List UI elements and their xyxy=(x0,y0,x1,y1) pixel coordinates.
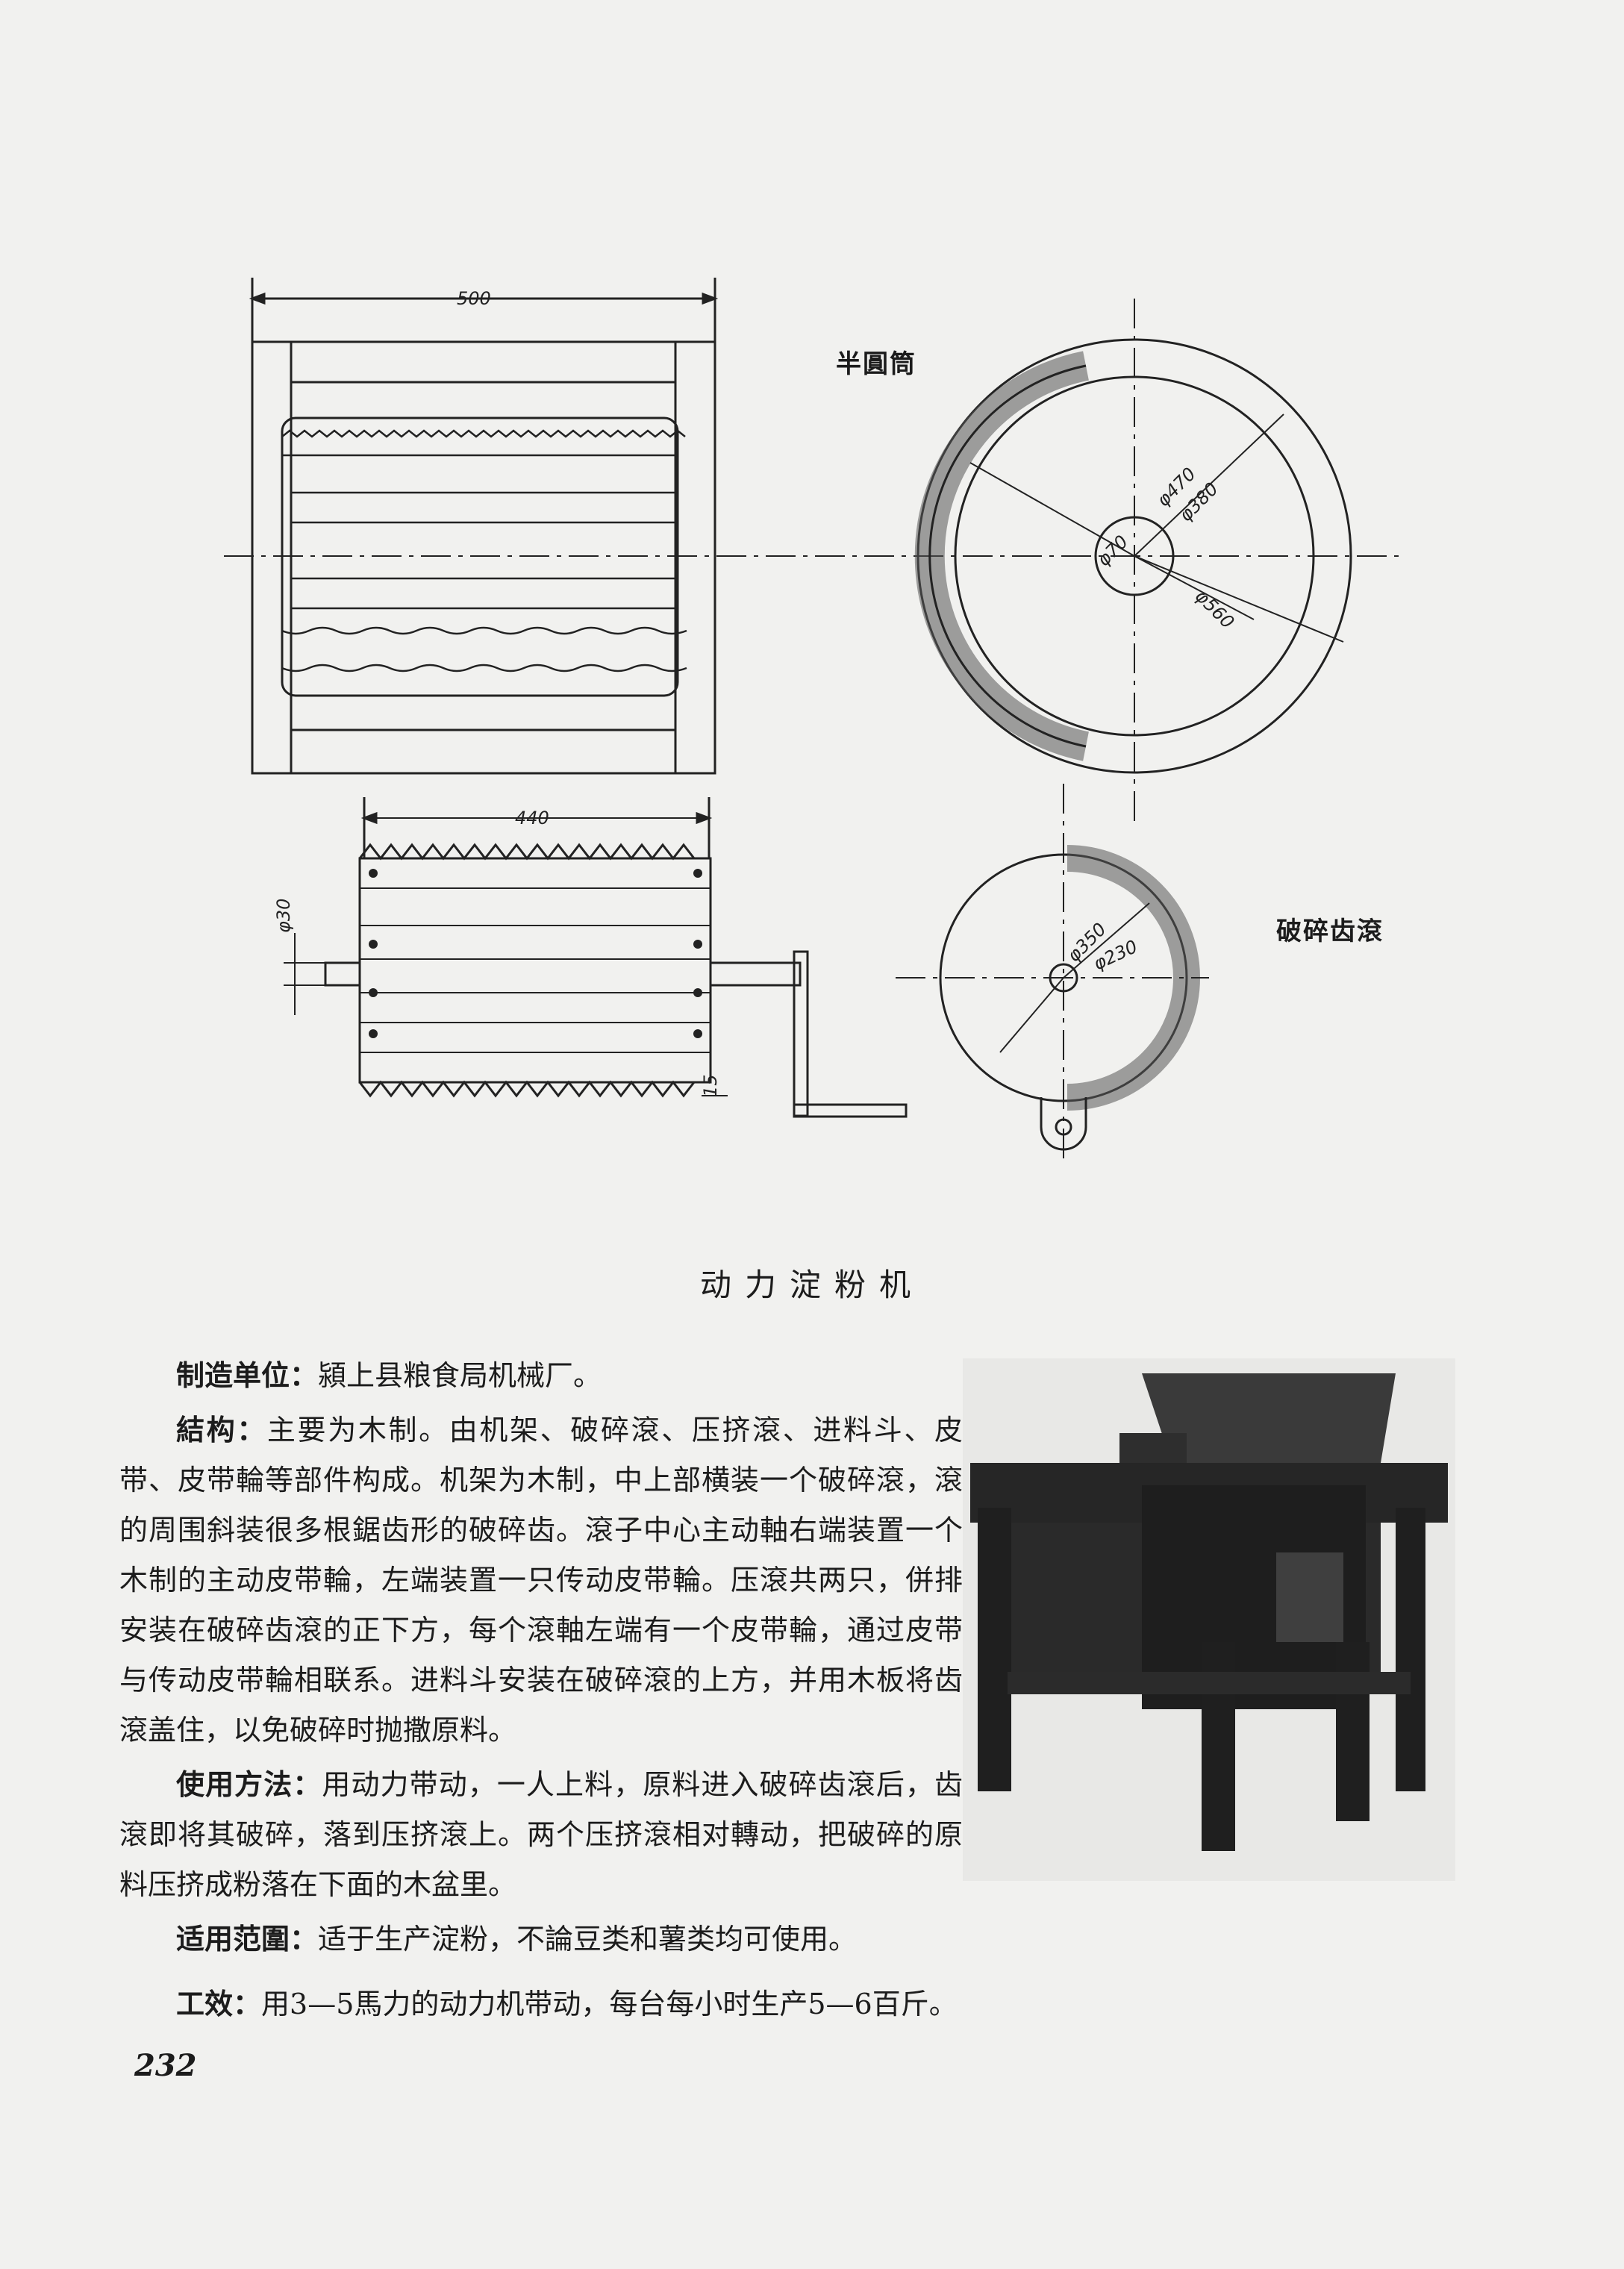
half-cylinder-view xyxy=(914,299,1352,821)
dim-500: 500 xyxy=(457,288,491,309)
crushing-roller-view xyxy=(896,784,1209,1164)
body-text: 制造单位：潁上县粮食局机械厂。 結构：主要为木制。由机架、破碎滾、压挤滾、进料斗… xyxy=(119,1351,963,1969)
label-crushing-roller: 破碎齿滾 xyxy=(1276,917,1384,946)
para-maker: 制造单位：潁上县粮食局机械厂。 xyxy=(176,1359,602,1392)
dim-phi560: φ560 xyxy=(1191,585,1238,632)
para-usage: 使用方法：用动力带动，一人上料，原料进入破碎齿滾后，齿滾即将其破碎，落到压挤滾上… xyxy=(119,1768,963,1901)
page-title: 动力淀粉机 xyxy=(699,1267,924,1303)
dim-15: 15 xyxy=(700,1074,721,1097)
frame-outline xyxy=(251,340,716,775)
dim-phi70: φ70 xyxy=(1093,531,1132,571)
dim-phi30: φ30 xyxy=(273,899,294,933)
page-number: 232 xyxy=(134,2048,197,2083)
technical-drawing: 500 440 φ30 15 φ470 φ380 φ70 φ560 φ350 φ… xyxy=(224,278,1403,1164)
para-structure: 結构：主要为木制。由机架、破碎滾、压挤滾、进料斗、皮带、皮带輪等部件构成。机架为… xyxy=(119,1414,963,1747)
dim-440: 440 xyxy=(515,808,549,828)
para-efficiency: 工效：用3—5馬力的动力机带动，每台每小时生产5—6百斤。 xyxy=(176,1988,958,2020)
para-scope: 适用范圍：适于生产淀粉，不論豆类和薯类均可使用。 xyxy=(176,1923,858,1956)
machine-photo xyxy=(963,1358,1455,1881)
label-half-cylinder: 半圓筒 xyxy=(836,349,916,379)
roller-side-view xyxy=(284,797,908,1118)
